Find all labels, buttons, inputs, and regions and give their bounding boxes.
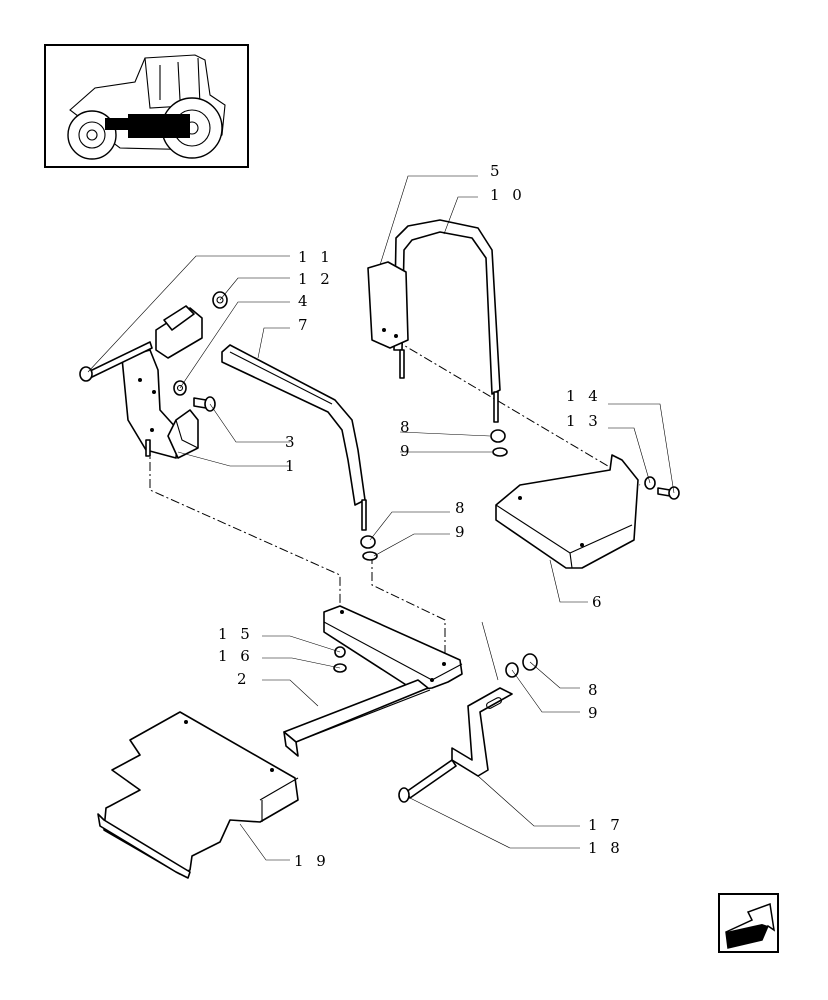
label-17: 1 7 <box>588 816 624 834</box>
label-16: 1 6 <box>218 647 254 665</box>
label-9-lower: 9 <box>588 704 602 722</box>
part-labels: 5 1 0 1 1 1 2 4 7 3 1 8 9 8 9 1 4 1 3 6 … <box>218 162 624 870</box>
curved-arm <box>221 344 367 531</box>
label-9-middle: 9 <box>455 523 469 541</box>
label-2: 2 <box>237 670 251 688</box>
label-15: 1 5 <box>218 625 254 643</box>
label-9-upper: 9 <box>400 442 414 460</box>
label-11: 1 1 <box>298 248 334 266</box>
label-5: 5 <box>490 162 504 180</box>
label-6: 6 <box>592 593 606 611</box>
label-4: 4 <box>298 292 312 310</box>
label-8-middle: 8 <box>455 499 469 517</box>
label-3: 3 <box>285 433 299 451</box>
label-8-lower: 8 <box>588 681 602 699</box>
cross-frame <box>283 605 463 757</box>
label-10: 1 0 <box>490 186 526 204</box>
u-hoop-assembly <box>367 219 501 423</box>
floor-plate <box>97 711 299 879</box>
label-18: 1 8 <box>588 839 624 857</box>
nut-washer-middle <box>360 535 378 561</box>
label-14: 1 4 <box>566 387 602 405</box>
tractor-thumbnail-icon <box>44 44 249 168</box>
back-arrow-icon[interactable] <box>718 893 779 953</box>
alignment-lines <box>149 339 641 660</box>
label-13: 1 3 <box>566 412 602 430</box>
label-1: 1 <box>285 457 299 475</box>
label-12: 1 2 <box>298 270 334 288</box>
right-support-plate <box>495 454 680 569</box>
leader-lines <box>87 175 675 861</box>
label-7: 7 <box>298 316 312 334</box>
label-8-upper: 8 <box>400 418 414 436</box>
bracket-assembly-left <box>79 291 228 459</box>
label-19: 1 9 <box>294 852 330 870</box>
nut-washer-upper <box>490 429 508 457</box>
